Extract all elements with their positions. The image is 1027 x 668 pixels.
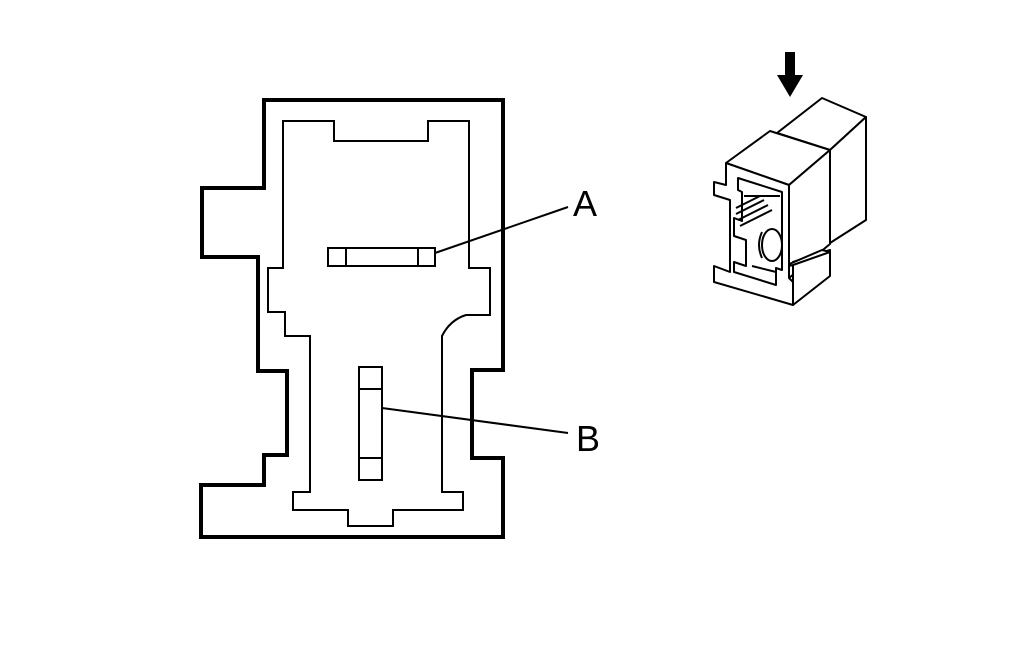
connector-iso-view bbox=[713, 97, 867, 306]
callout-label-b: B bbox=[576, 418, 600, 459]
connector-housing-outer bbox=[199, 98, 505, 539]
terminal-barrel bbox=[761, 228, 783, 262]
terminal-b bbox=[358, 366, 383, 481]
leader-line-a bbox=[434, 206, 569, 254]
leader-line-b bbox=[381, 407, 569, 434]
callout-label-a: A bbox=[573, 183, 597, 224]
down-arrow-icon bbox=[777, 52, 803, 97]
connector-cavity-inner bbox=[267, 120, 491, 527]
connector-face-view bbox=[199, 98, 569, 539]
terminal-a bbox=[327, 247, 436, 267]
